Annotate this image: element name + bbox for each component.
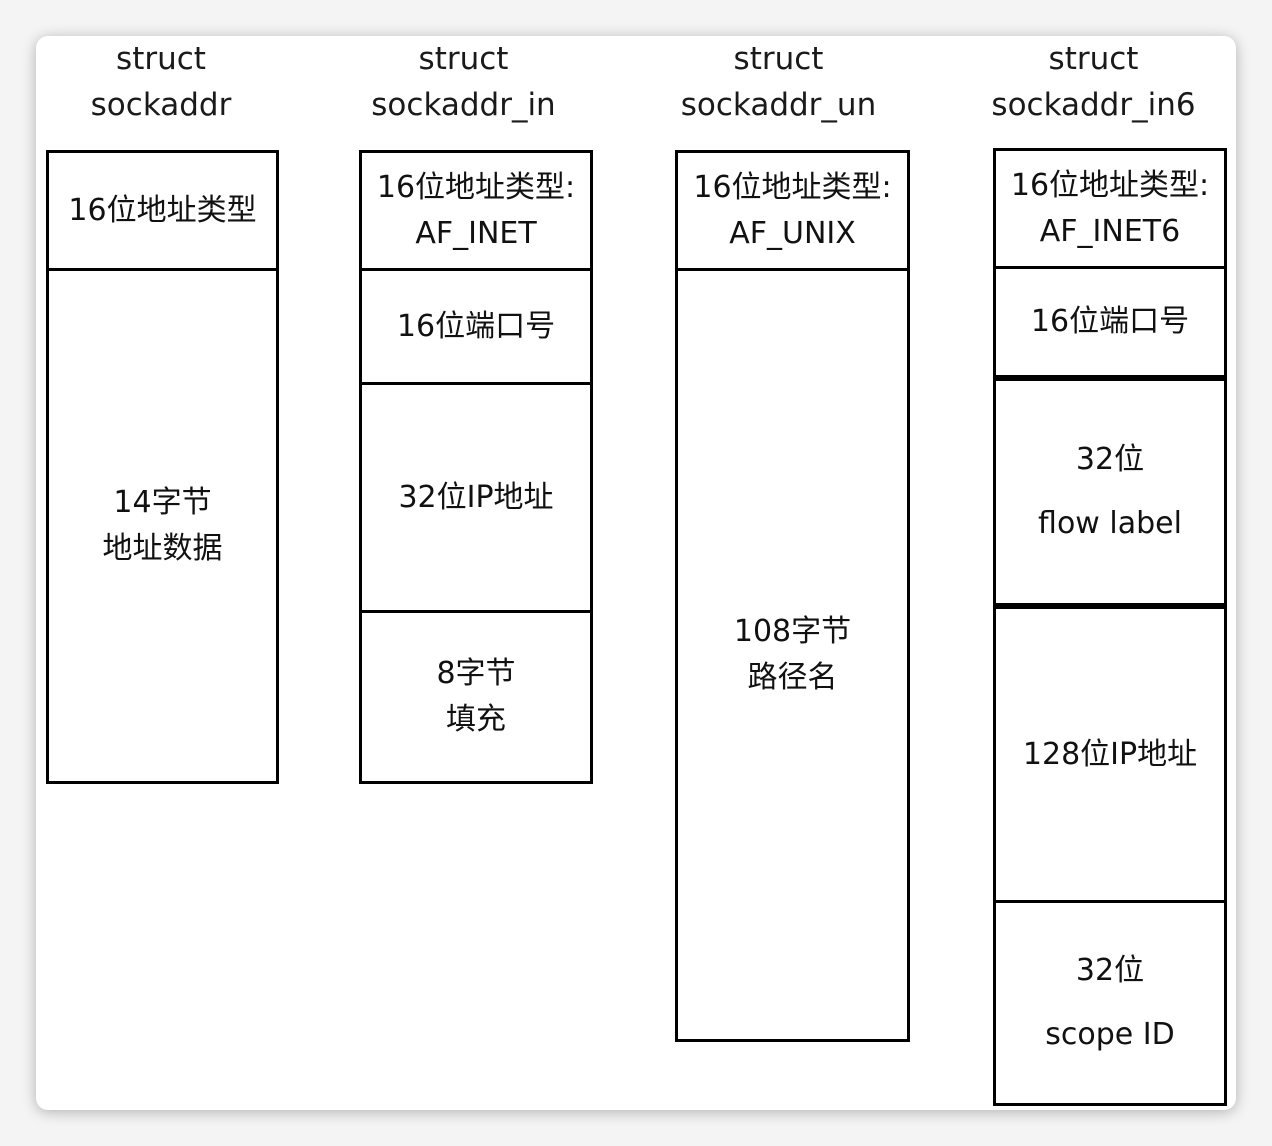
field-label: flow label	[1038, 506, 1182, 541]
field-label: 16位地址类型:	[693, 169, 892, 205]
title-sockaddr: struct sockaddr	[61, 36, 261, 128]
field-padding: 8字节 填充	[362, 613, 590, 781]
title-line: struct	[733, 41, 824, 77]
field-label: 32位IP地址	[398, 479, 554, 515]
struct-sockaddr-in-box: 16位地址类型: AF_INET 16位端口号 32位IP地址 8字节 填充	[359, 150, 593, 784]
field-address-family: 16位地址类型: AF_UNIX	[678, 153, 907, 271]
title-sockaddr-un: struct sockaddr_un	[671, 36, 886, 128]
field-label: 14字节	[113, 485, 212, 520]
field-label: 地址数据	[102, 531, 223, 566]
field-address-family: 16位地址类型: AF_INET6	[996, 151, 1224, 269]
field-address-family: 16位地址类型: AF_INET	[362, 153, 590, 271]
field-scope-id: 32位 scope ID	[996, 903, 1224, 1103]
title-line: struct	[1048, 41, 1139, 77]
field-label: scope ID	[1045, 1017, 1175, 1052]
field-label: 16位地址类型:	[1010, 167, 1210, 203]
field-label: 16位地址类型	[68, 192, 257, 228]
title-sockaddr-in6: struct sockaddr_in6	[981, 36, 1206, 128]
title-line: sockaddr_in	[371, 87, 556, 123]
field-label: 108字节	[733, 614, 852, 649]
struct-sockaddr-un-box: 16位地址类型: AF_UNIX 108字节 路径名	[675, 150, 910, 1042]
title-line: sockaddr_un	[680, 87, 877, 123]
field-port: 16位端口号	[362, 271, 590, 385]
title-sockaddr-in: struct sockaddr_in	[356, 36, 571, 128]
field-port: 16位端口号	[996, 269, 1224, 381]
field-flow-label: 32位 flow label	[996, 381, 1224, 609]
field-address-data: 14字节 地址数据	[49, 271, 276, 781]
title-line: struct	[116, 41, 206, 77]
field-label: 填充	[446, 702, 506, 737]
field-label: 16位端口号	[1030, 304, 1190, 339]
field-path-name: 108字节 路径名	[678, 271, 907, 1039]
field-label: AF_UNIX	[729, 215, 856, 251]
field-label: AF_INET6	[1039, 213, 1181, 249]
field-label: 32位	[1075, 442, 1145, 477]
struct-sockaddr-box: 16位地址类型 14字节 地址数据	[46, 150, 279, 784]
diagram-card: struct sockaddr 16位地址类型 14字节 地址数据 struct…	[36, 36, 1236, 1110]
field-label: 16位端口号	[396, 308, 556, 344]
field-label: 32位	[1075, 953, 1145, 988]
field-label: 8字节	[436, 656, 516, 691]
field-ip-address: 32位IP地址	[362, 385, 590, 613]
field-label: AF_INET	[415, 215, 537, 251]
field-label: 路径名	[747, 660, 838, 695]
title-line: struct	[418, 41, 509, 77]
field-address-family: 16位地址类型	[49, 153, 276, 271]
field-label: 16位地址类型:	[376, 169, 576, 205]
struct-sockaddr-in6-box: 16位地址类型: AF_INET6 16位端口号 32位 flow label …	[993, 148, 1227, 1106]
field-ip-address: 128位IP地址	[996, 609, 1224, 903]
field-label: 128位IP地址	[1022, 736, 1198, 772]
title-line: sockaddr	[90, 87, 232, 123]
title-line: sockaddr_in6	[991, 87, 1196, 123]
